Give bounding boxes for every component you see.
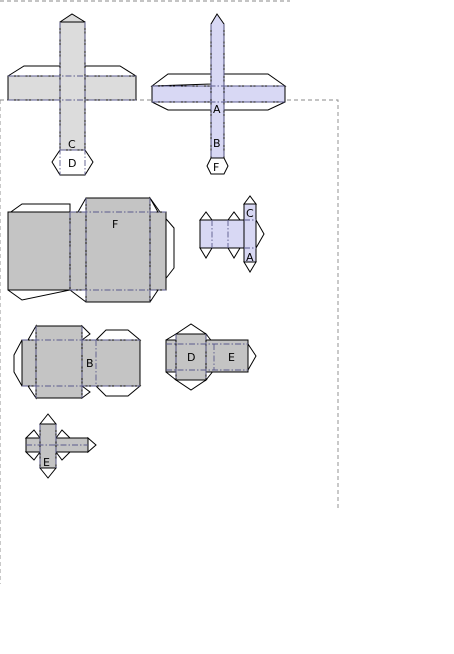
net-1-cross-gray: C D xyxy=(7,13,137,176)
net-2-cross-blue: A B F xyxy=(150,13,287,175)
net-7-small-cross: E xyxy=(24,413,97,479)
label-c: C xyxy=(68,138,76,151)
net-6-box-dark: D E xyxy=(165,323,257,391)
label-a-small: A xyxy=(246,251,254,264)
label-d: D xyxy=(68,157,76,170)
label-e-medium: E xyxy=(228,351,235,364)
label-b: B xyxy=(213,137,221,150)
label-f: F xyxy=(213,161,219,174)
net-5-box-dark: B xyxy=(13,324,142,400)
label-d-medium: D xyxy=(187,351,195,364)
label-c-small: C xyxy=(246,207,254,220)
net-4-small-blue: C A xyxy=(199,195,265,273)
label-f-large: F xyxy=(112,218,118,231)
net-3-box-dark: F xyxy=(7,196,175,303)
label-e-small: E xyxy=(43,456,50,469)
label-a: A xyxy=(213,103,221,116)
label-b-medium: B xyxy=(86,357,94,370)
